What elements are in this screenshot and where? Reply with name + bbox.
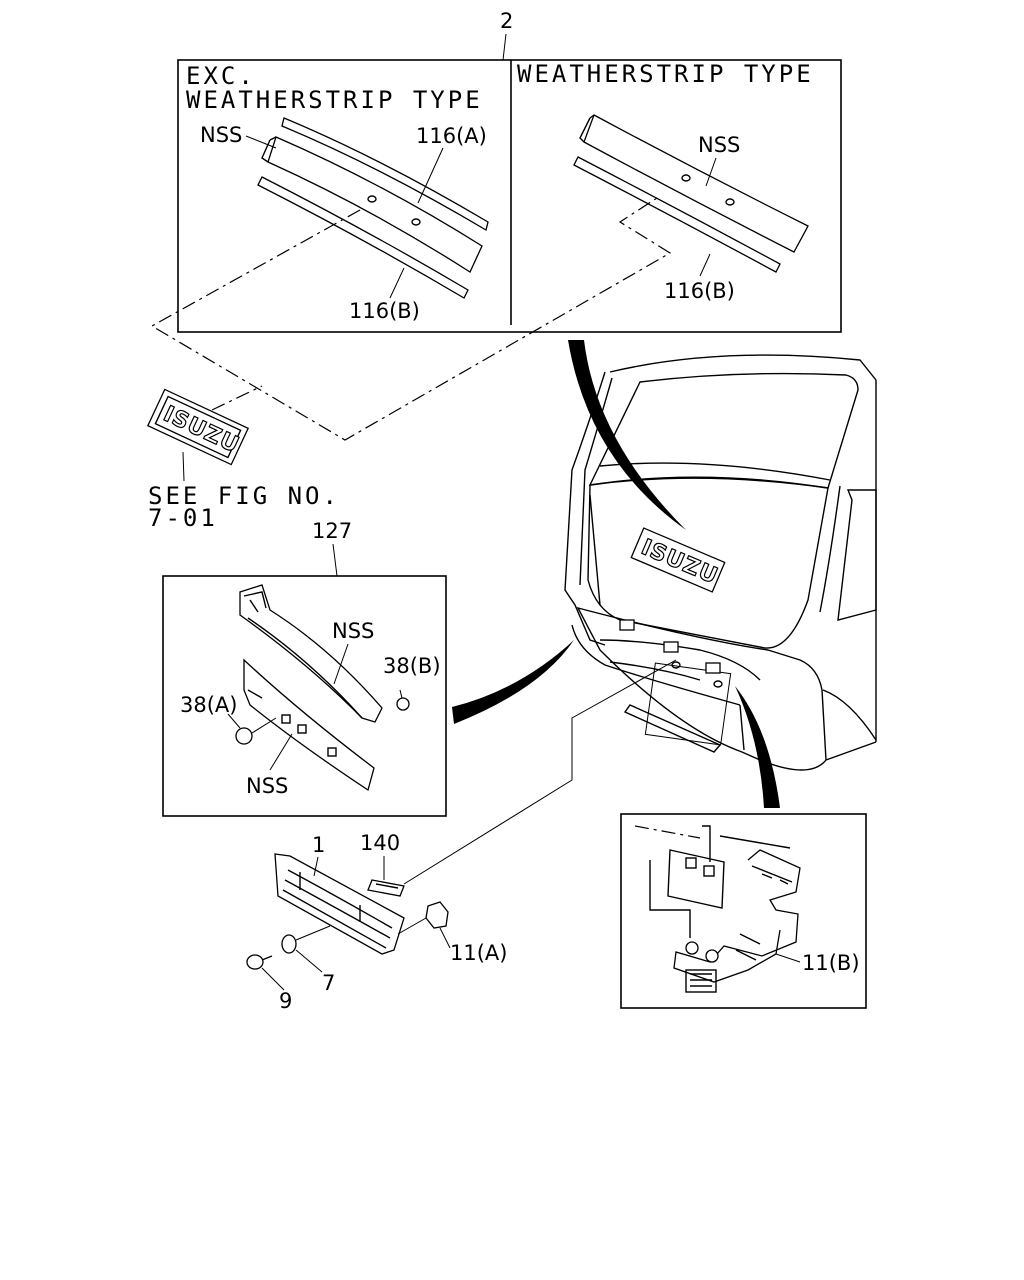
arrow-to-11b <box>735 686 780 808</box>
label-38b: 38(B) <box>383 654 441 678</box>
label-nss-127-top: NSS <box>332 619 374 643</box>
label-part-1: 1 <box>312 833 325 857</box>
arrow-to-group-127 <box>452 640 574 724</box>
detail-11b: 11(B) <box>620 813 867 1009</box>
garnish-left <box>257 117 489 299</box>
label-see-fig-line1: SEE FIG NO. <box>148 482 340 510</box>
label-116b-right: 116(B) <box>664 279 735 303</box>
label-exc-line2: WEATHERSTRIP TYPE <box>186 86 483 114</box>
label-part-7: 7 <box>322 971 335 995</box>
arrow-to-tailgate <box>568 340 686 530</box>
garnish-right <box>573 114 809 273</box>
label-group-127: 127 <box>312 519 352 543</box>
group-127: 127 NSS 38(B) 38(A) NSS <box>162 519 447 817</box>
label-part-11b: 11(B) <box>802 951 860 975</box>
label-group-2: 2 <box>500 9 513 33</box>
emblem-reference: ISUZU SEE FIG NO. 7-01 <box>146 385 340 532</box>
vehicle-rear-view: ISUZU <box>564 354 877 771</box>
label-nss-right: NSS <box>698 133 740 157</box>
label-weatherstrip-type: WEATHERSTRIP TYPE <box>517 60 814 88</box>
group-2: 2 EXC. WEATHERSTRIP TYPE WEATHERSTRIP TY… <box>150 9 842 441</box>
label-nss-left: NSS <box>200 123 242 147</box>
box-group-2 <box>177 59 842 333</box>
label-38a: 38(A) <box>180 693 237 717</box>
label-see-fig-line2: 7-01 <box>148 504 218 532</box>
grille-assembly: 1 140 11(A) 7 9 <box>246 831 507 1013</box>
label-nss-127-bottom: NSS <box>246 774 288 798</box>
box-group-127 <box>162 575 447 817</box>
label-part-140: 140 <box>360 831 400 855</box>
label-116a: 116(A) <box>416 124 487 148</box>
box-11b <box>620 813 867 1009</box>
label-part-9: 9 <box>279 989 292 1013</box>
label-116b-left: 116(B) <box>349 299 420 323</box>
label-exc-line1: EXC. <box>186 62 256 90</box>
label-part-11a: 11(A) <box>450 941 507 965</box>
